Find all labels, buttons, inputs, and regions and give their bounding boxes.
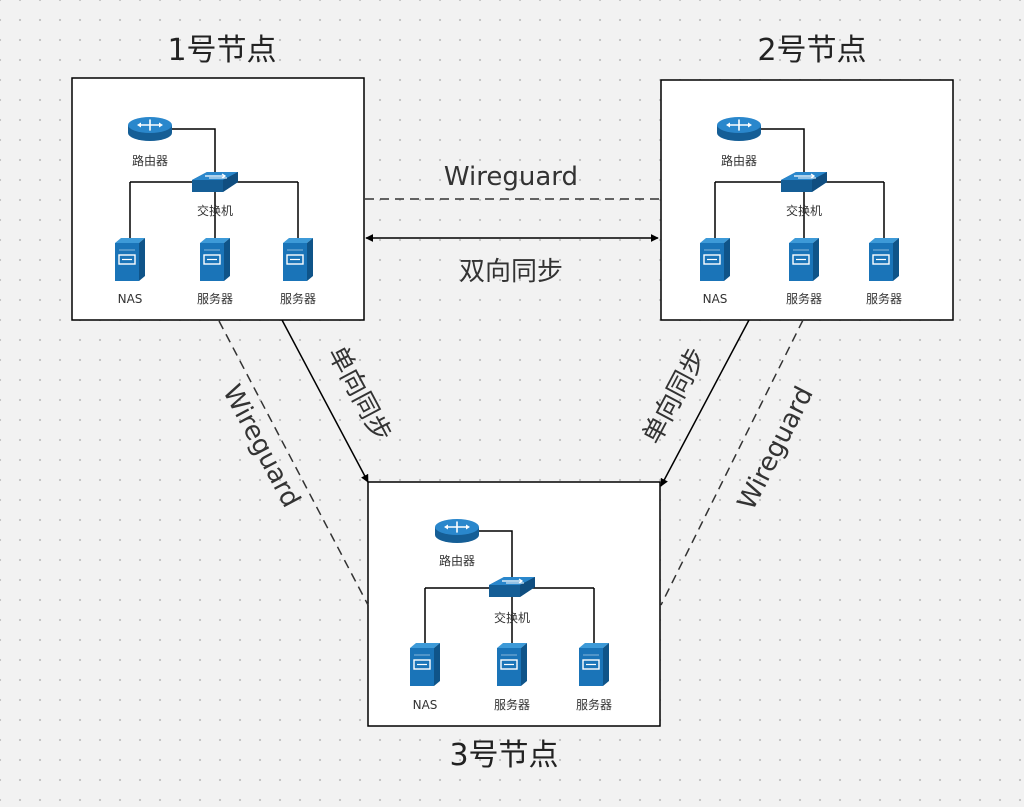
server-label: 服务器	[866, 291, 902, 306]
router-label: 路由器	[132, 153, 168, 168]
server-icon	[496, 642, 528, 686]
router-icon	[716, 116, 762, 142]
node-1-box	[71, 77, 365, 321]
node-1-title: 1号节点	[167, 33, 276, 68]
nas-label: NAS	[118, 292, 143, 306]
node-2: 2号节点 路由器 交换机 NAS 服务器 服务器	[660, 33, 954, 321]
nas-label: NAS	[413, 698, 438, 712]
oneway-sync-label-1-3: 单向同步	[321, 341, 396, 447]
switch-label: 交换机	[494, 610, 530, 625]
server-icon	[788, 237, 820, 281]
node-2-title: 2号节点	[757, 33, 866, 68]
node-2-box	[660, 79, 954, 321]
server-label: 服务器	[280, 291, 316, 306]
server-icon	[114, 237, 146, 281]
server-label: 服务器	[197, 291, 233, 306]
bidirectional-sync-label: 双向同步	[459, 257, 563, 287]
wireguard-label-1-2: Wireguard	[444, 162, 578, 192]
server-icon	[199, 237, 231, 281]
node-3-title: 3号节点	[449, 738, 558, 773]
server-icon	[699, 237, 731, 281]
oneway-sync-arrow-2-3	[660, 319, 750, 487]
oneway-sync-arrow-1-3	[281, 319, 369, 483]
router-label: 路由器	[439, 553, 475, 568]
server-icon	[409, 642, 441, 686]
router-icon	[434, 518, 480, 544]
wireguard-label-1-3: Wireguard	[216, 380, 305, 513]
server-icon	[868, 237, 900, 281]
wireguard-link-2-3	[660, 319, 804, 606]
switch-label: 交换机	[786, 203, 822, 218]
server-label: 服务器	[786, 291, 822, 306]
switch-label: 交换机	[197, 203, 233, 218]
router-label: 路由器	[721, 153, 757, 168]
nas-label: NAS	[703, 292, 728, 306]
server-label: 服务器	[576, 697, 612, 712]
oneway-sync-label-2-3: 单向同步	[637, 343, 712, 449]
wireguard-label-2-3: Wireguard	[732, 382, 820, 515]
node-3-box	[367, 481, 661, 727]
node-3: 路由器 交换机 NAS 服务器 服务器 3号节点	[367, 481, 661, 773]
node-1: 1号节点 路由器 交换机 NAS 服务器 服务器	[71, 33, 365, 321]
server-icon	[282, 237, 314, 281]
server-icon	[578, 642, 610, 686]
wireguard-link-1-3	[218, 320, 369, 606]
server-label: 服务器	[494, 697, 530, 712]
router-icon	[127, 116, 173, 142]
